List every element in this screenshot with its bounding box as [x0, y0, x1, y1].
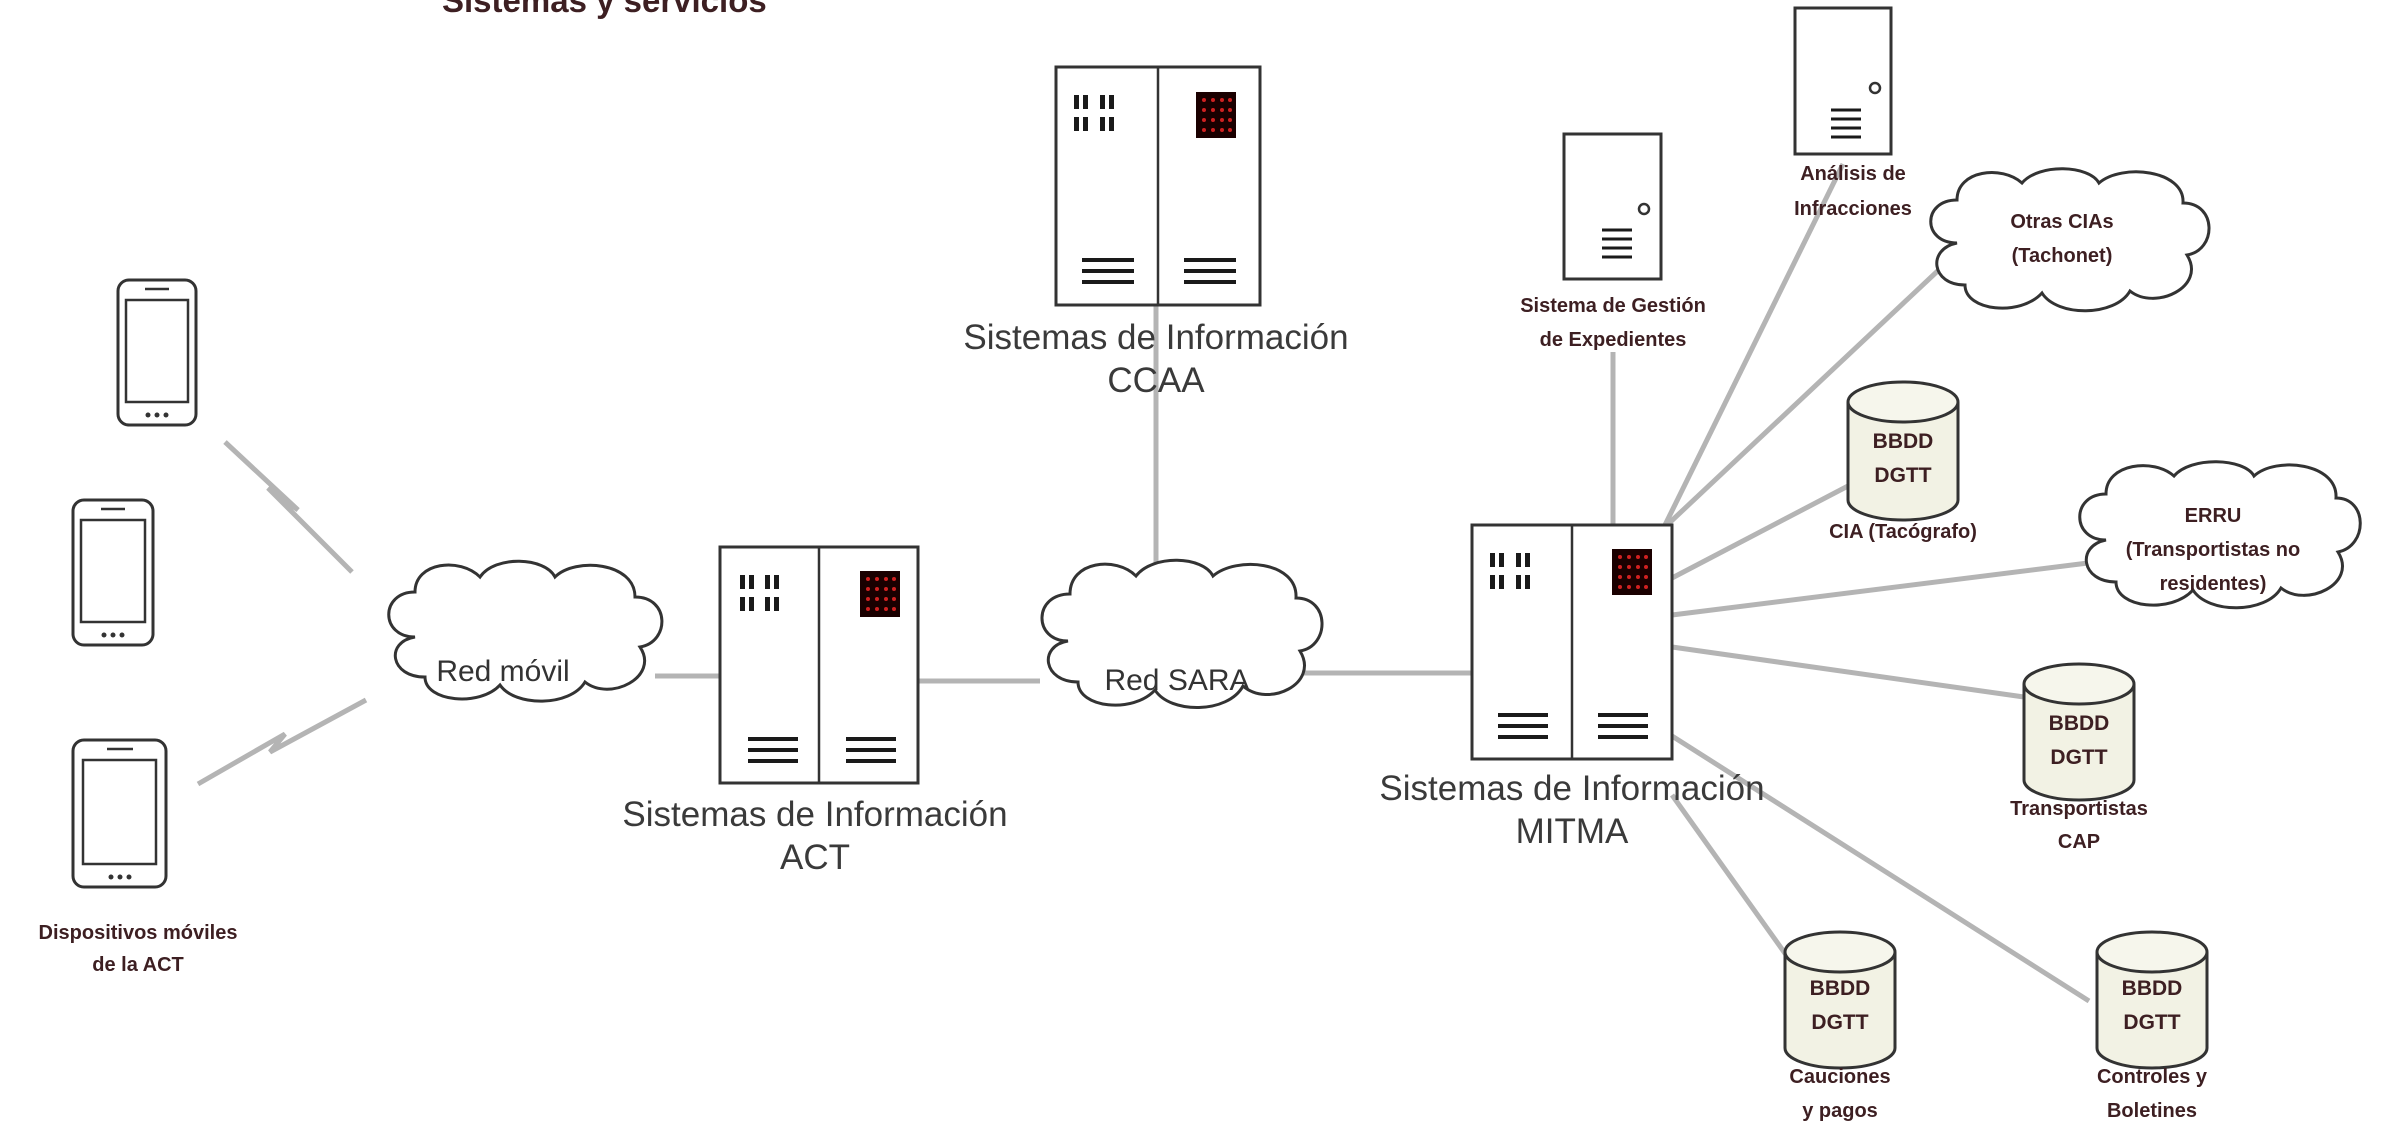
edge-mitma-erru [1671, 560, 2089, 618]
analisis-label-line1: Análisis de [1800, 163, 1906, 185]
db-cauciones-label-line1: Cauciones [1789, 1066, 1890, 1088]
smartphone-icon [116, 278, 198, 427]
db-controles-label-line1: Controles y [2097, 1066, 2208, 1088]
ccaa-label-line2: CCAA [1107, 361, 1205, 400]
erru-label-line1: ERRU [2185, 505, 2242, 527]
act-label-line2: ACT [780, 838, 850, 877]
database-icon [1783, 930, 1897, 1070]
database-icon [2022, 662, 2136, 802]
edge-mitma-dbcia [1670, 483, 1850, 581]
db-cia-label: CIA (Tacógrafo) [1829, 521, 1977, 543]
expedientes-label-line2: de Expedientes [1540, 329, 1687, 351]
edge-mitma-otrascias [1663, 263, 1946, 529]
db-transportistas-db-line1: BBDD [2049, 712, 2110, 735]
db-cia-db-line1: BBDD [1873, 430, 1934, 453]
db-transportistas-label-line2: CAP [2058, 831, 2100, 853]
db-controles-db-line1: BBDD [2122, 977, 2183, 1000]
cloud-icon [387, 559, 664, 703]
erru-label-line3: residentes) [2160, 573, 2267, 595]
edge-mitma-analisis [1662, 162, 1846, 527]
cloud-icon [1040, 558, 1324, 709]
database-icon [1846, 380, 1960, 522]
smartphone-icon [71, 738, 168, 889]
server-rack-icon [1054, 65, 1262, 307]
db-cauciones-db-line1: BBDD [1810, 977, 1871, 1000]
act-label-line1: Sistemas de Información [622, 795, 1007, 834]
database-icon [2095, 930, 2209, 1070]
mitma-label-line1: Sistemas de Información [1379, 769, 1764, 808]
db-cia-db-line2: DGTT [1874, 464, 1931, 487]
server-tower-icon [1562, 132, 1663, 281]
red-sara-label: Red SARA [1104, 664, 1249, 697]
cloud-icon [1929, 167, 2211, 313]
server-rack-icon [718, 545, 920, 785]
server-rack-icon [1470, 523, 1674, 761]
connections [655, 162, 2091, 1004]
expedientes-label-line1: Sistema de Gestión [1520, 295, 1706, 317]
diagram-title: Sistemas y servicios [442, 0, 767, 19]
edge-mitma-dbcauciones [1669, 793, 1797, 968]
db-cauciones-label-line2: y pagos [1802, 1100, 1878, 1122]
db-transportistas-label-line1: Transportistas [2010, 798, 2148, 820]
db-controles-label-line2: Boletines [2107, 1100, 2197, 1122]
otras-cias-label-line2: (Tachonet) [2012, 245, 2113, 267]
mobiles-label-line1: Dispositivos móviles [39, 922, 238, 944]
erru-label-line2: (Transportistas no [2126, 539, 2300, 561]
smartphone-icon [71, 498, 155, 647]
db-controles-db-line2: DGTT [2123, 1011, 2180, 1034]
edge-mitma-dbcontroles [1670, 733, 2091, 1004]
edge-mitma-dbtransp [1671, 644, 2025, 700]
red-movil-label: Red móvil [436, 655, 569, 688]
cloud-icon [2078, 460, 2362, 610]
mitma-label-line2: MITMA [1516, 812, 1629, 851]
otras-cias-label-line1: Otras CIAs [2010, 211, 2113, 233]
ccaa-label-line1: Sistemas de Información [963, 318, 1348, 357]
db-transportistas-db-line2: DGTT [2050, 746, 2107, 769]
db-cauciones-db-line2: DGTT [1811, 1011, 1868, 1034]
server-tower-icon [1793, 6, 1893, 156]
wireless-link-icon [223, 440, 354, 574]
analisis-label-line2: Infracciones [1794, 198, 1912, 220]
mobiles-label-line2: de la ACT [92, 954, 184, 976]
wireless-link-icon [196, 697, 368, 787]
